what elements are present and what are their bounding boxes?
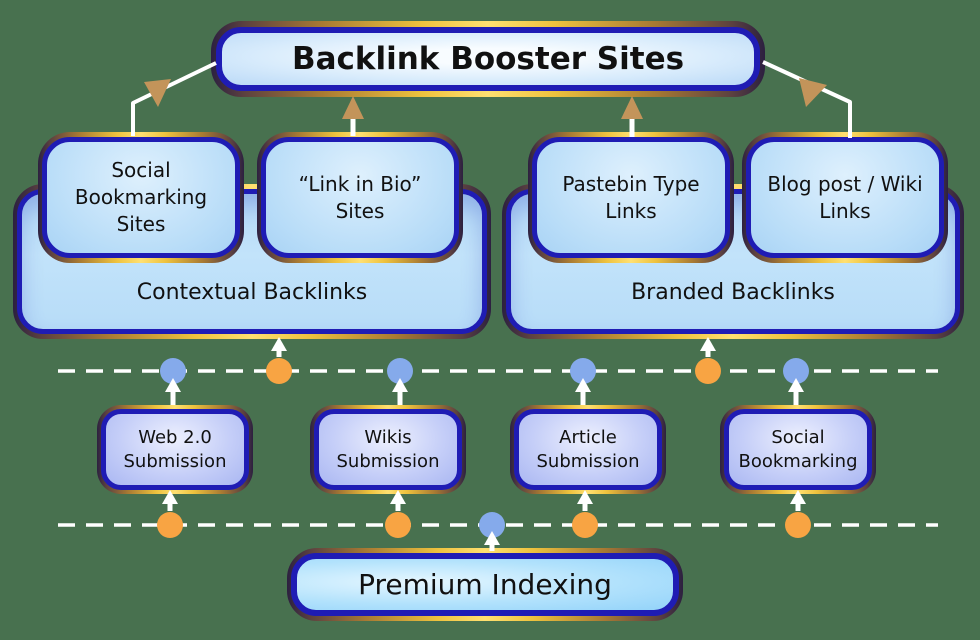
node-premium-indexing-card: Premium Indexing bbox=[291, 553, 679, 616]
title-box: Backlink Booster Sites bbox=[211, 21, 765, 97]
node-pastebin-type-links-card: Pastebin Type Links bbox=[532, 137, 730, 258]
dot-blue bbox=[160, 358, 186, 384]
node-premium-indexing: Premium Indexing bbox=[287, 548, 683, 621]
group-contextual-label: Contextual Backlinks bbox=[136, 280, 368, 305]
dot-blue bbox=[387, 358, 413, 384]
node-wikis-submission-label: Wikis Submission bbox=[336, 427, 440, 472]
node-blog-post-wiki-links: Blog post / Wiki Links bbox=[742, 132, 948, 263]
arrow-up-icon bbox=[575, 378, 591, 392]
upper-rail-orange-arrows bbox=[266, 337, 721, 384]
arrow-up-icon bbox=[788, 378, 804, 392]
arrow-up-icon bbox=[484, 531, 500, 545]
dot-orange bbox=[157, 512, 183, 538]
dot-orange bbox=[572, 512, 598, 538]
node-link-in-bio-sites: “Link in Bio” Sites bbox=[257, 132, 463, 263]
lower-rail-blue-node bbox=[479, 512, 505, 551]
node-web20-submission-label: Web 2.0 Submission bbox=[123, 427, 227, 472]
node-link-in-bio-sites-card: “Link in Bio” Sites bbox=[261, 137, 459, 258]
node-social-bookmarking-sites-label: Social Bookmarking Sites bbox=[74, 158, 208, 236]
dot-orange bbox=[266, 358, 292, 384]
node-web20-submission-card: Web 2.0 Submission bbox=[101, 409, 249, 490]
dot-blue bbox=[783, 358, 809, 384]
node-social-bookmarking: Social Bookmarking bbox=[720, 405, 876, 494]
node-pastebin-type-links: Pastebin Type Links bbox=[528, 132, 734, 263]
dot-orange bbox=[695, 358, 721, 384]
dot-blue bbox=[570, 358, 596, 384]
arrowhead-tan-left-icon bbox=[144, 79, 171, 107]
node-premium-indexing-label: Premium Indexing bbox=[358, 568, 612, 601]
arrowhead-tan-up-icon bbox=[342, 96, 364, 119]
arrow-up-icon bbox=[700, 337, 716, 351]
node-article-submission-card: Article Submission bbox=[514, 409, 662, 490]
arrow-up-icon bbox=[392, 378, 408, 392]
node-wikis-submission: Wikis Submission bbox=[310, 405, 466, 494]
node-pastebin-type-links-label: Pastebin Type Links bbox=[562, 171, 700, 223]
node-article-submission: Article Submission bbox=[510, 405, 666, 494]
node-web20-submission: Web 2.0 Submission bbox=[97, 405, 253, 494]
node-blog-post-wiki-links-label: Blog post / Wiki Links bbox=[767, 171, 923, 223]
dot-orange bbox=[785, 512, 811, 538]
arrow-up-icon bbox=[271, 337, 287, 351]
connector-social-to-title bbox=[131, 61, 217, 136]
arrowhead-tan-up-icon bbox=[621, 96, 643, 119]
dot-blue bbox=[479, 512, 505, 538]
node-social-bookmarking-card: Social Bookmarking bbox=[724, 409, 872, 490]
dot-orange bbox=[385, 512, 411, 538]
node-social-bookmarking-label: Social Bookmarking bbox=[738, 427, 858, 472]
node-wikis-submission-card: Wikis Submission bbox=[314, 409, 462, 490]
connector-blog-to-title bbox=[762, 60, 852, 138]
title-label: Backlink Booster Sites bbox=[291, 41, 685, 77]
title-card: Backlink Booster Sites bbox=[216, 27, 760, 91]
group-branded-label: Branded Backlinks bbox=[631, 280, 835, 305]
lower-rail-orange-arrows bbox=[157, 490, 811, 538]
node-article-submission-label: Article Submission bbox=[536, 427, 640, 472]
node-link-in-bio-sites-label: “Link in Bio” Sites bbox=[298, 171, 422, 223]
node-social-bookmarking-sites-card: Social Bookmarking Sites bbox=[42, 137, 240, 258]
arrow-up-icon bbox=[165, 378, 181, 392]
node-social-bookmarking-sites: Social Bookmarking Sites bbox=[38, 132, 244, 263]
upper-rail-blue-nodes bbox=[160, 358, 809, 405]
arrowhead-tan-right-icon bbox=[799, 78, 827, 107]
node-blog-post-wiki-links-card: Blog post / Wiki Links bbox=[746, 137, 944, 258]
